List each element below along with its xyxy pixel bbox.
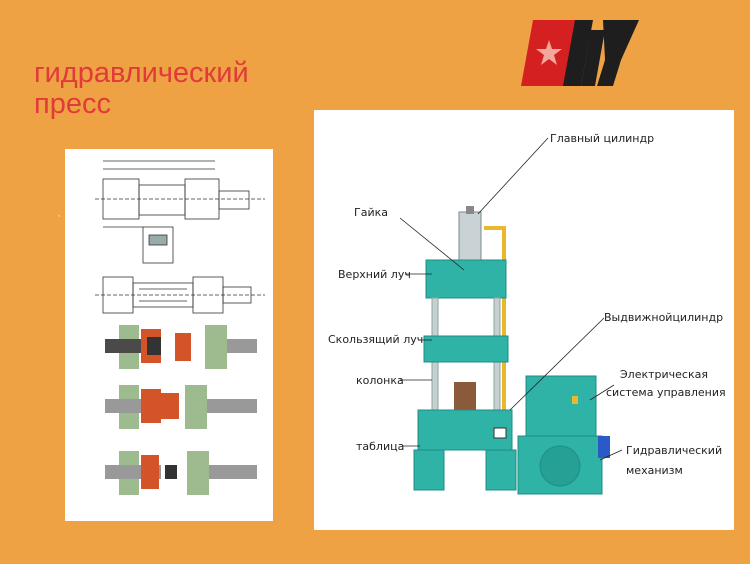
label-upper-beam: Верхний луч (338, 268, 411, 281)
upper-beam (425, 259, 507, 299)
logo-star-icon (536, 40, 562, 65)
label-hydraulic-2: механизм (626, 464, 683, 477)
title-line-1: гидравлический (34, 57, 249, 89)
stage-diagram-1 (105, 325, 257, 369)
stray-mark: , (58, 209, 61, 218)
press-drawing (95, 160, 265, 495)
label-ejector-cylinder: Выдвижнойцилиндр (604, 311, 724, 324)
label-table: таблица (356, 440, 405, 453)
brand-logo (521, 20, 639, 86)
title-line-2: пресс (34, 88, 111, 120)
technical-drawing-panel (65, 149, 273, 521)
label-column: колонка (356, 374, 404, 387)
label-electrical-1: Электрическая (620, 368, 708, 381)
press-diagram-panel: Главный цилиндр Гайка Верхний луч Скольз… (314, 110, 734, 530)
drawing-side-view (95, 276, 265, 314)
label-main-cylinder: Главный цилиндр (550, 132, 655, 145)
label-electrical-2: система управления (606, 386, 726, 399)
logo-stroke-3 (603, 20, 639, 60)
label-hydraulic-1: Гидравлический (626, 444, 723, 457)
sliding-beam (423, 335, 509, 363)
main-cylinder (458, 211, 482, 263)
stage-diagram-3 (105, 451, 257, 495)
electrical-cabinet (525, 375, 597, 437)
logo-stroke-1 (563, 20, 593, 86)
logo-stroke-2 (581, 30, 605, 86)
press-illustration (399, 137, 623, 495)
label-nut: Гайка (354, 206, 388, 219)
drawing-top-view (95, 160, 265, 264)
label-sliding-beam: Скользящий луч (328, 333, 424, 346)
logo-stroke-4 (597, 60, 621, 86)
slide-title: гидравлический пресс (34, 58, 249, 120)
stage-diagram-2 (105, 385, 257, 429)
